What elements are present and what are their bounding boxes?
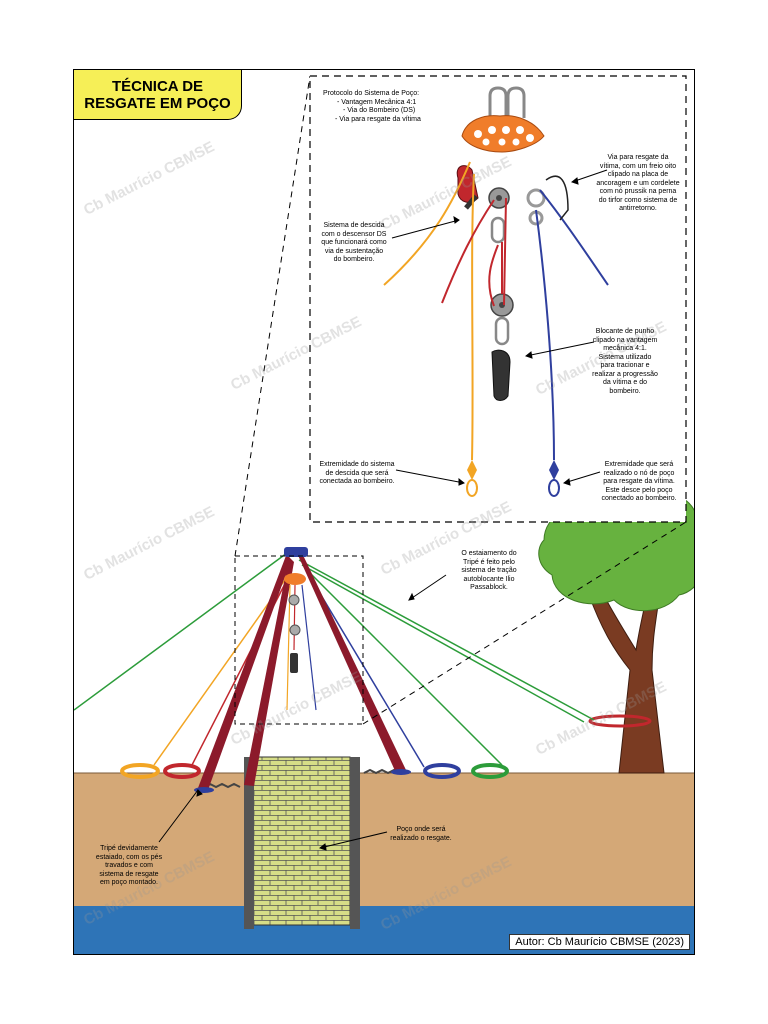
protocol-heading: Protocolo do Sistema de Poço:: [323, 90, 420, 97]
note-well: Poço onde será realizado o resgate.: [390, 826, 452, 842]
note-victim-line: Via para resgate da vítima, com um freio…: [596, 154, 680, 212]
note-tripod-anchor: O estaiamento do Tripé é feito pelo sist…: [461, 550, 517, 591]
protocol-item: - Via do Bombeiro (DS): [343, 107, 416, 114]
well: [244, 756, 360, 929]
orange-rope-coil: [120, 763, 160, 779]
callout-arrows: [158, 169, 608, 851]
protocol-item: - Vantagem Mecânica 4:1: [337, 98, 417, 106]
note-descent-system: Sistema de descida com o descensor DS qu…: [321, 222, 387, 263]
protocol-item: - Via para resgate da vítima: [335, 115, 421, 123]
title-box: TÉCNICA DE RESGATE EM POÇO: [74, 70, 242, 120]
detail-rescue-system: [383, 86, 609, 497]
small-rescue-system: [284, 573, 317, 711]
rescue-illustration: [74, 75, 694, 954]
author-credit: Autor: Cb Maurício CBMSE (2023): [509, 934, 690, 950]
note-descent-end: Extremidade do sistema de descida que se…: [319, 461, 395, 485]
tripod: [194, 547, 411, 793]
diagram-frame: TÉCNICA DE RESGATE EM POÇO Cb Maurício C…: [73, 69, 695, 955]
title-line-2: RESGATE EM POÇO: [84, 94, 231, 112]
title-line-1: TÉCNICA DE: [111, 77, 204, 95]
note-handle-block: Blocante de punho clipado na vantagem me…: [592, 328, 658, 395]
note-tripod: Tripé devidamente estaiado, com os pés t…: [95, 845, 163, 886]
blue-rope-coil: [423, 763, 461, 779]
red-rope-coil: [163, 763, 201, 779]
note-victim-end: Extremidade que será realizado o nó de p…: [601, 461, 677, 502]
zoom-box-small: [234, 555, 364, 725]
green-rope-coil: [471, 763, 509, 779]
ground: [74, 773, 694, 908]
protocol-legend: Protocolo do Sistema de Poço: - Vantagem…: [323, 90, 463, 124]
